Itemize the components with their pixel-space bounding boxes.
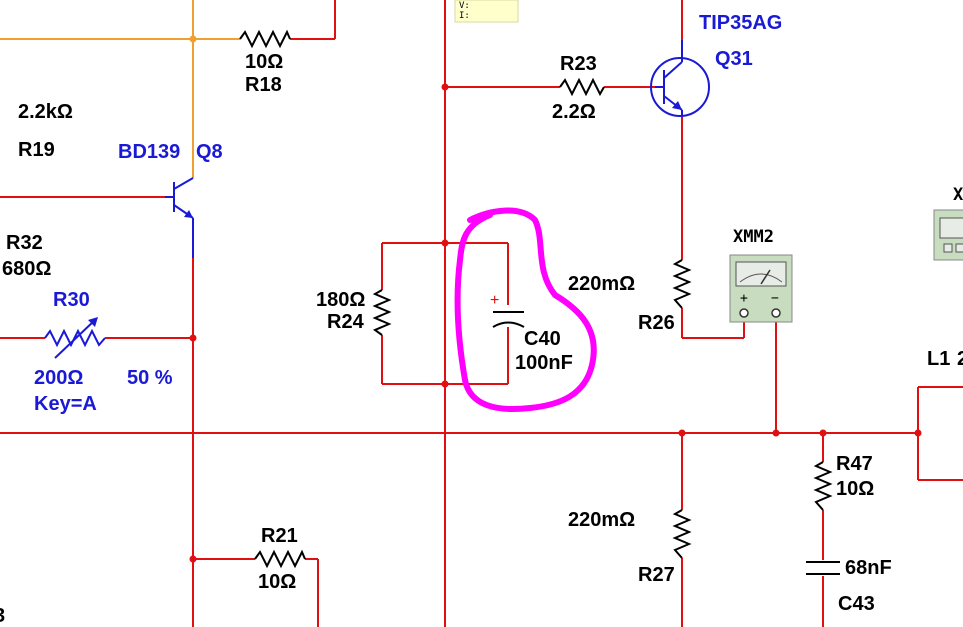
r47-ref: R47 xyxy=(836,453,873,475)
c43-value: 68nF xyxy=(845,557,892,579)
resistor-r18[interactable]: 10Ω R18 xyxy=(239,29,291,96)
resistor-r26[interactable]: 220mΩ R26 xyxy=(568,259,692,334)
transistor-q8[interactable]: BD139 Q8 xyxy=(118,141,223,258)
r23-value: 2.2Ω xyxy=(552,101,596,123)
r30-key: Key=A xyxy=(34,393,97,415)
highlighted-wires xyxy=(0,0,240,178)
l1-value-partial: 2 xyxy=(957,348,963,370)
xmm2-minus: − xyxy=(771,291,779,306)
capacitor-c40[interactable]: + C40 100nF xyxy=(490,292,573,374)
resistor-r24[interactable]: 180Ω R24 xyxy=(316,289,392,336)
r19-ref: R19 xyxy=(18,139,55,161)
q31-model: TIP35AG xyxy=(699,12,782,34)
edge-fragment-label: 3 xyxy=(0,605,5,627)
r30-value: 200Ω xyxy=(34,367,83,389)
r47-value: 10Ω xyxy=(836,478,874,500)
r24-value: 180Ω xyxy=(316,289,365,311)
probe-box[interactable]: V: I: xyxy=(454,0,519,23)
xmm2-ref: XMM2 xyxy=(733,227,774,247)
r32-value: 680Ω xyxy=(2,258,51,280)
r23-ref: R23 xyxy=(560,53,597,75)
r18-ref: R18 xyxy=(245,74,282,96)
r21-value: 10Ω xyxy=(258,571,296,593)
resistor-r23[interactable]: R23 2.2Ω xyxy=(552,53,605,123)
highlight-annotation xyxy=(454,207,597,413)
r21-ref: R21 xyxy=(261,525,298,547)
junction-dots xyxy=(189,83,922,563)
inductor-l1-label: L1 2 xyxy=(927,348,963,370)
r18-value: 10Ω xyxy=(245,51,283,73)
q8-ref: Q8 xyxy=(196,141,223,163)
q8-model: BD139 xyxy=(118,141,180,163)
multimeter-xmm2[interactable]: + − XMM2 xyxy=(729,227,793,323)
r26-ref: R26 xyxy=(638,312,675,334)
potentiometer-r30[interactable]: R30 200Ω 50 % Key=A xyxy=(34,289,173,415)
q31-ref: Q31 xyxy=(715,48,753,70)
resistor-r32-labels: R32 680Ω xyxy=(2,232,51,280)
r24-ref: R24 xyxy=(327,311,365,333)
resistor-r27[interactable]: 220mΩ R27 xyxy=(568,509,692,586)
r30-setting: 50 % xyxy=(127,367,173,389)
l1-ref: L1 xyxy=(927,348,950,370)
partial-instrument-label: X xyxy=(953,185,963,205)
r19-value: 2.2kΩ xyxy=(18,101,73,123)
c43-ref: C43 xyxy=(838,593,875,615)
resistor-r21[interactable]: R21 10Ω xyxy=(254,525,306,593)
r26-value: 220mΩ xyxy=(568,273,635,295)
transistor-q31[interactable]: TIP35AG Q31 xyxy=(650,12,782,117)
c40-polarity: + xyxy=(490,292,499,309)
r27-ref: R27 xyxy=(638,564,675,586)
probe-voltage-label: V: xyxy=(459,1,470,11)
xmm2-plus: + xyxy=(740,291,748,306)
r27-value: 220mΩ xyxy=(568,509,635,531)
r30-ref: R30 xyxy=(53,289,90,311)
r32-ref: R32 xyxy=(6,232,43,254)
probe-current-label: I: xyxy=(459,11,470,21)
resistor-r19-labels: 2.2kΩ R19 xyxy=(18,101,73,161)
resistor-r47[interactable]: R47 10Ω xyxy=(813,453,874,511)
c40-value: 100nF xyxy=(515,352,573,374)
c40-ref: C40 xyxy=(524,328,561,350)
capacitor-c43[interactable]: 68nF C43 xyxy=(806,557,892,615)
partial-instrument[interactable]: X xyxy=(933,185,963,261)
